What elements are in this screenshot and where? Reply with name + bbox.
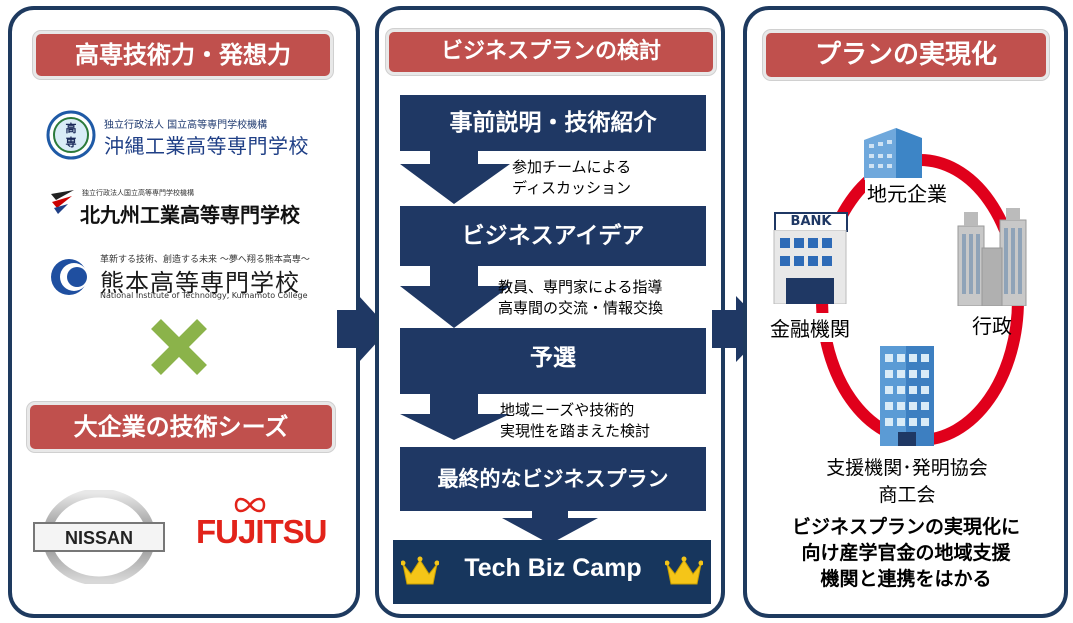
kumamoto-school-name: 熊本高等専門学校 xyxy=(100,269,300,297)
summary-line-1: ビジネスプランの実現化に xyxy=(791,516,1020,538)
arrow-to-middle-icon xyxy=(337,296,389,362)
tech-biz-camp-title: Tech Biz Camp xyxy=(464,554,642,582)
left-header: 高専技術力・発想力 xyxy=(33,31,333,79)
summary-line-3: 機関と連携をはかる xyxy=(820,568,992,590)
node-support-orgs-line2: 商工会 xyxy=(878,484,936,506)
support-organization-building-icon xyxy=(880,346,934,446)
down-arrow-3-icon xyxy=(400,390,510,440)
kitakyushu-subtitle: 独立行政法人国立高等専門学校機構 xyxy=(82,189,194,197)
svg-text:専: 専 xyxy=(66,135,77,149)
note-3-line-1: 地域ニーズや技術的 xyxy=(500,401,635,419)
company-building-icon xyxy=(864,128,922,180)
node-government: 行政 xyxy=(972,314,1012,338)
step-4-box: 最終的なビジネスプラン xyxy=(400,447,706,511)
note-1: 参加チームによる ディスカッション xyxy=(512,157,631,199)
note-2: 教員、専門家による指導 高専間の交流・情報交換 xyxy=(498,277,663,319)
cross-icon xyxy=(151,319,207,375)
node-local-company: 地元企業 xyxy=(865,178,949,207)
note-1-line-1: 参加チームによる xyxy=(512,158,632,176)
note-1-line-2: ディスカッション xyxy=(512,179,631,197)
fujitsu-infinity-icon xyxy=(234,497,266,513)
note-3-line-2: 実現性を踏まえた検討 xyxy=(500,422,651,440)
arrow-to-right-icon xyxy=(712,296,768,362)
government-building-icon xyxy=(957,208,1027,306)
bank-sign: BANK xyxy=(774,212,848,232)
kitakyushu-emblem-icon xyxy=(51,190,74,214)
tech-biz-camp-banner: Tech Biz Camp xyxy=(393,540,711,604)
kumamoto-subtitle: 革新する技術、創造する未来 ～夢へ翔る熊本高専～ xyxy=(100,255,310,265)
step-2-box: ビジネスアイデア xyxy=(400,206,706,266)
node-support-orgs-line1: 支援機関･発明協会 xyxy=(796,453,1018,480)
flow-arrows xyxy=(400,140,510,440)
fujitsu-logo-text: FUJITSU xyxy=(196,513,328,550)
industry-header: 大企業の技術シーズ xyxy=(27,402,335,452)
okinawa-emblem-icon: 高 専 xyxy=(46,110,96,160)
summary-text: ビジネスプランの実現化に 向け産学官金の地域支援 機関と連携をはかる xyxy=(758,514,1054,592)
okinawa-subtitle: 独立行政法人 国立高等専門学校機構 xyxy=(104,120,268,131)
note-3: 地域ニーズや技術的 実現性を踏まえた検討 xyxy=(500,400,650,442)
crown-left-icon xyxy=(401,556,439,585)
crown-right-icon xyxy=(665,556,703,585)
nissan-logo-text: NISSAN xyxy=(65,528,133,548)
node-financial-institution: 金融機関 xyxy=(770,313,850,342)
okinawa-school-name: 沖縄工業高等専門学校 xyxy=(104,134,309,158)
kumamoto-emblem-icon xyxy=(51,259,88,295)
right-header: プランの実現化 xyxy=(763,30,1049,80)
step-1-box: 事前説明・技術紹介 xyxy=(400,95,706,151)
nissan-logo: NISSAN xyxy=(33,490,165,584)
kitakyushu-school-name: 北九州工業高等専門学校 xyxy=(80,203,300,227)
down-arrow-1-icon xyxy=(400,140,510,204)
svg-text:高: 高 xyxy=(66,121,77,135)
summary-line-2: 向け産学官金の地域支援 xyxy=(801,542,1011,564)
bank-icon: BANK xyxy=(768,208,852,304)
note-2-line-2: 高専間の交流・情報交換 xyxy=(498,299,664,317)
down-arrow-2-icon xyxy=(400,264,510,328)
step-3-box: 予選 xyxy=(400,328,706,394)
kumamoto-english-name: National Institute of Technology, Kumamo… xyxy=(100,291,308,300)
middle-header: ビジネスプランの検討 xyxy=(386,29,716,75)
left-panel xyxy=(8,6,360,618)
note-2-line-1: 教員、専門家による指導 xyxy=(498,278,663,296)
down-arrow-final-icon xyxy=(502,508,598,544)
